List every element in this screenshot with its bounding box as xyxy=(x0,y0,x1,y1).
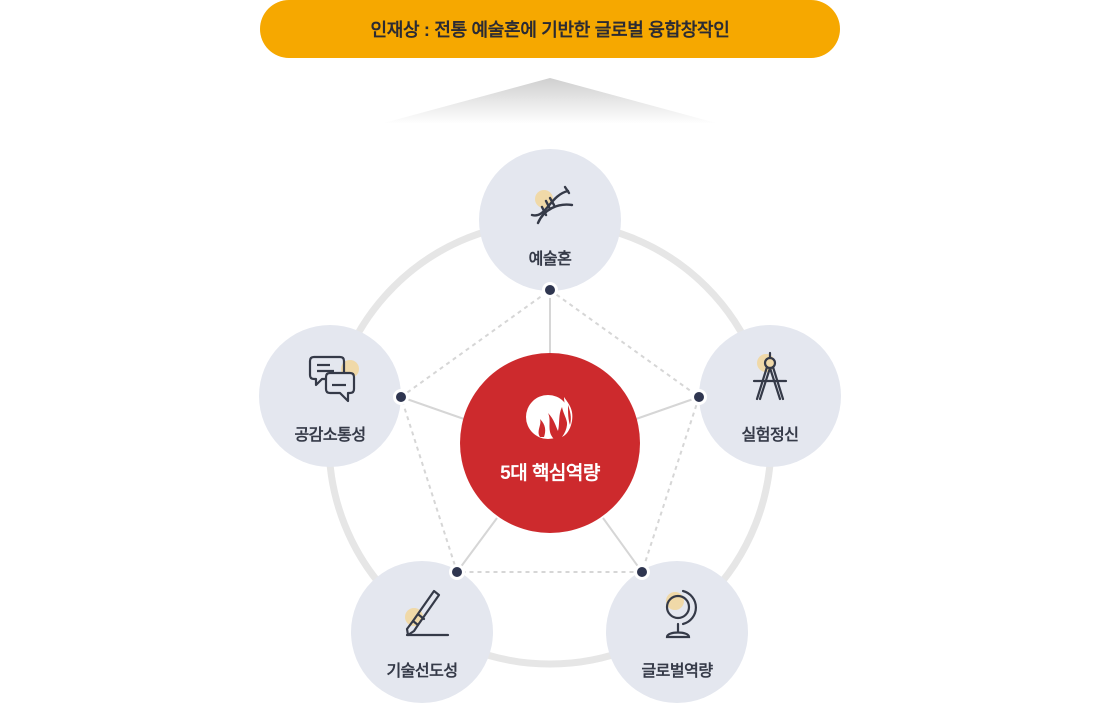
vision-banner-text: 인재상 : 전통 예술혼에 기반한 글로벌 융합창작인 xyxy=(370,20,730,40)
competency-node-art-spirit[interactable]: 예술혼 xyxy=(479,149,621,291)
competency-label: 글로벌역량 xyxy=(641,663,713,680)
compass-icon xyxy=(740,351,800,411)
competency-label: 예술혼 xyxy=(528,251,572,268)
core-competencies-center: 5대 핵심역량 xyxy=(460,353,640,533)
pen-icon xyxy=(392,587,452,647)
competency-node-technology-leadership[interactable]: 기술선도성 xyxy=(351,561,493,703)
globe-icon xyxy=(647,587,707,647)
center-label: 5대 핵심역량 xyxy=(500,463,600,484)
competency-node-global-competence[interactable]: 글로벌역량 xyxy=(606,561,748,703)
competency-node-experimental-spirit[interactable]: 실험정신 xyxy=(699,325,841,467)
vision-banner: 인재상 : 전통 예술혼에 기반한 글로벌 융합창작인 xyxy=(260,0,840,58)
competency-node-empathy-communication[interactable]: 공감소통성 xyxy=(259,325,401,467)
competency-label: 기술선도성 xyxy=(386,663,458,680)
competency-label: 실험정신 xyxy=(741,427,799,444)
speech-bubbles-icon xyxy=(300,351,360,411)
flame-globe-icon xyxy=(524,391,576,448)
dna-icon xyxy=(520,175,580,235)
up-arrow-shape xyxy=(380,78,720,124)
competency-label: 공감소통성 xyxy=(294,427,366,444)
